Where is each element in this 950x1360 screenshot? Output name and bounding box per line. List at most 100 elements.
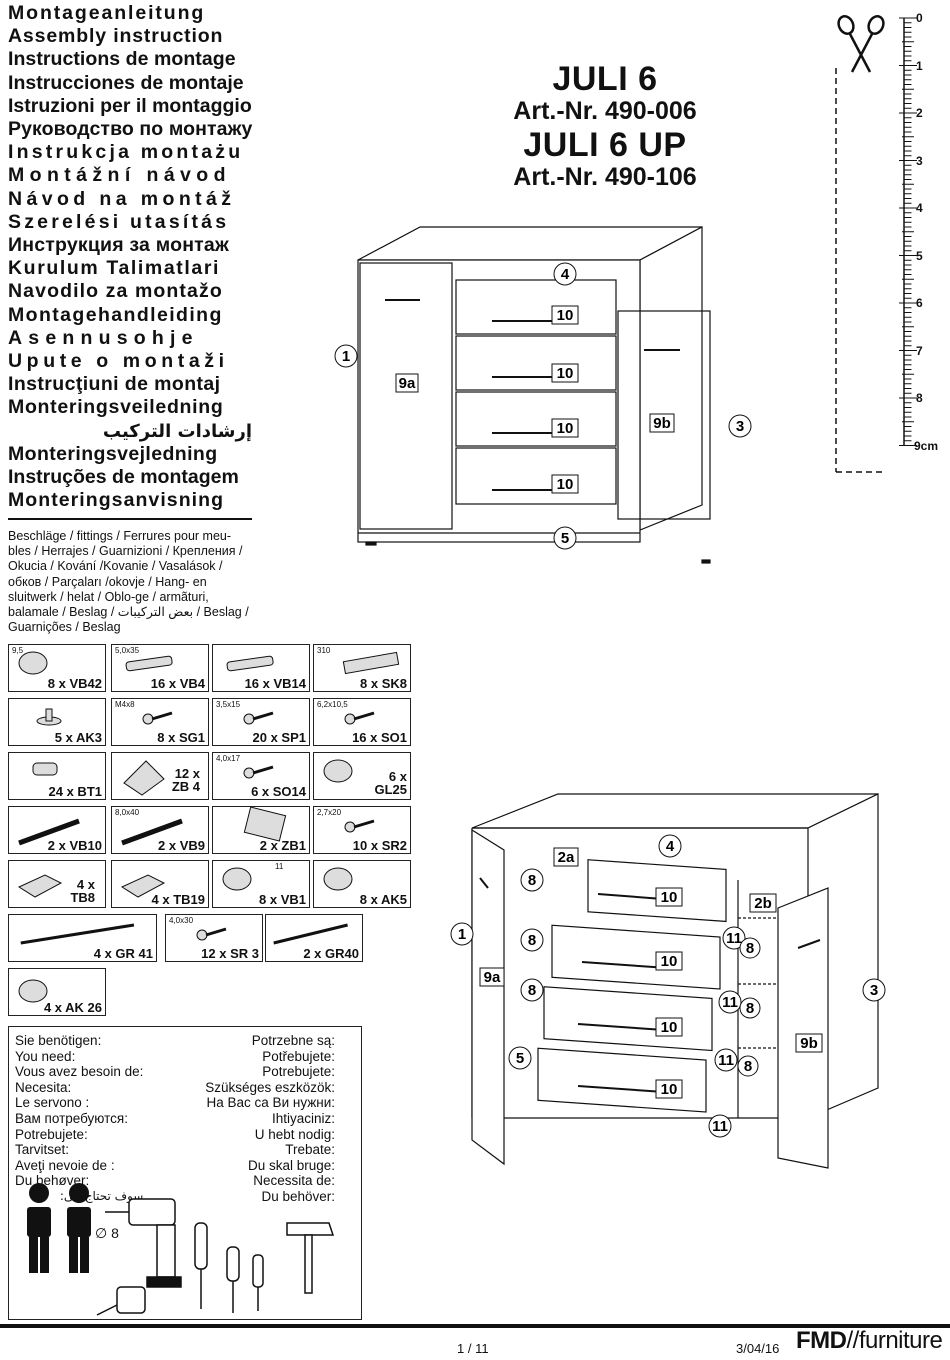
- title-language-4: Istruzioni per il montaggio: [8, 94, 252, 117]
- tools-needed-line: Aveţi nevoie de :: [15, 1157, 115, 1173]
- title-language-9: Szerelési utasítás: [8, 210, 230, 233]
- title-language-1: Assembly instruction: [8, 25, 224, 48]
- part-gr40: 2 x GR40: [265, 914, 363, 962]
- part-sk8-icon: [342, 651, 400, 675]
- part-quantity-label: 2 x VB9: [158, 838, 205, 853]
- tools-needed-line: Potřebujete:: [262, 1048, 335, 1064]
- cut-out-ruler: [835, 15, 917, 473]
- tools-needed-line: Вам потребуются:: [15, 1110, 128, 1126]
- part-dimension: 310: [317, 646, 331, 655]
- tools-needed-line: Ihtiyaciniz:: [271, 1110, 335, 1126]
- title-language-20: Instruções de montagem: [8, 466, 239, 489]
- part-dimension: 2,7x20: [317, 808, 342, 817]
- part-sr2-icon: [344, 819, 375, 833]
- callout-8-f: 8: [744, 1058, 752, 1075]
- callout-9a: 9a: [399, 375, 416, 392]
- product-name-1: JULI 6: [552, 60, 658, 98]
- title-language-18: إرشادات التركيب: [102, 420, 252, 442]
- part-quantity-label: 4 x TB19: [151, 892, 205, 907]
- part-zb4: 12 x ZB 4: [111, 752, 209, 800]
- part-ak5: 8 x AK5: [313, 860, 411, 908]
- part-gr41: 4 x GR 41: [8, 914, 157, 962]
- ruler-tick-label: 9cm: [914, 438, 939, 453]
- part-tb8: 4 x TB8: [8, 860, 106, 908]
- part-vb14-icon: [226, 655, 274, 672]
- part-quantity-label: 8 x SG1: [157, 730, 205, 745]
- part-quantity-label: 24 x BT1: [48, 784, 102, 799]
- ruler-tick-label: 4: [916, 201, 923, 215]
- cabinet-exploded-view: [471, 793, 879, 1169]
- tools-needed-line: Potrebujete:: [15, 1126, 88, 1142]
- title-language-14: Asennusohje: [8, 326, 199, 349]
- part-quantity-label: 16 x SO1: [352, 730, 407, 745]
- drill-icon: [105, 1198, 182, 1288]
- callout-11-a: 11: [726, 930, 742, 947]
- part-so1-icon: [344, 711, 375, 725]
- part-quantity-label: 2 x ZB1: [259, 838, 306, 853]
- part-dimension: 11: [275, 862, 284, 871]
- front-view-callouts: 1 9a 4 10 10 10 10 9b 3 5: [334, 262, 752, 550]
- part-vb1-icon: [222, 867, 252, 891]
- part-dimension: 3,5x15: [216, 700, 241, 709]
- tools-needed-line: Necessita de:: [253, 1173, 335, 1189]
- tools-needed-line: Du behøver:: [15, 1173, 90, 1189]
- tools-needed-line: Necesita:: [15, 1079, 72, 1095]
- callout-10-b: 10: [557, 365, 574, 382]
- callout-9a: 9a: [484, 969, 501, 986]
- callout-10-b: 10: [661, 953, 678, 970]
- tools-needed-line: U hebt nodig:: [254, 1126, 335, 1142]
- part-quantity-label: 6 x GL25: [374, 769, 407, 797]
- document-date: 3/04/16: [736, 1341, 780, 1356]
- callout-1: 1: [458, 926, 466, 943]
- callout-4: 4: [666, 838, 675, 855]
- ruler-tick-label: 0: [916, 11, 923, 25]
- callout-8-a: 8: [528, 872, 536, 889]
- cabinet-front-view: [357, 226, 711, 564]
- part-dimension: 5,0x35: [115, 646, 140, 655]
- phillips-screwdriver-icon: [226, 1246, 264, 1313]
- page-number: 1 / 11: [457, 1341, 489, 1356]
- fittings-legend: Beschläge / fittings / Ferrures pour meu…: [8, 529, 260, 635]
- title-language-21: Monteringsanvisning: [8, 489, 225, 512]
- part-sg1-icon: [142, 711, 173, 725]
- tools-needed-line: You need:: [15, 1048, 76, 1064]
- part-ak3: 5 x AK3: [8, 698, 106, 746]
- part-dimension: 6,2x10,5: [317, 700, 348, 709]
- title-language-16: Instrucţiuni de montaj: [8, 373, 221, 396]
- title-language-0: Montageanleitung: [8, 2, 206, 24]
- tools-needed-line: Sie benötigen:: [15, 1033, 102, 1048]
- fittings-line: bles / Herrajes / Guarnizioni / Креплени…: [8, 544, 243, 559]
- callout-1: 1: [342, 348, 350, 365]
- part-quantity-label: 16 x VB4: [150, 676, 205, 691]
- fittings-line: sluitwerk / helat / Oblo-ge / armãturi,: [8, 589, 209, 604]
- part-so1: 6,2x10,5 16 x SO1: [313, 698, 411, 746]
- callout-10-a: 10: [557, 307, 574, 324]
- part-ak26: 4 x AK 26: [8, 968, 106, 1016]
- scissors-icon: [837, 15, 885, 73]
- title-language-3: Instrucciones de montaje: [8, 71, 244, 94]
- part-bt1-icon: [32, 762, 58, 776]
- part-gl25-icon: [323, 759, 353, 783]
- part-quantity-label: 2 x VB10: [47, 838, 102, 853]
- tools-needed-line: Potrzebne są:: [251, 1033, 335, 1048]
- callout-8-d: 8: [746, 940, 754, 957]
- part-vb1: 11 8 x VB1: [212, 860, 310, 908]
- part-quantity-label: 8 x VB1: [259, 892, 306, 907]
- exploded-view-callouts: 1 9a 2a 4 8 8 8 10 10 10 10 2b 11 8 11 8…: [450, 834, 886, 1138]
- product-name-2: JULI 6 UP: [523, 126, 687, 164]
- part-quantity-label: 4 x GR 41: [93, 946, 153, 961]
- part-bt1: 24 x BT1: [8, 752, 106, 800]
- brand-logo: FMD//furniture: [796, 1327, 943, 1354]
- ruler-tick-label: 7: [916, 343, 923, 358]
- tools-needed-line: Du skal bruge:: [247, 1157, 335, 1173]
- callout-3: 3: [736, 418, 744, 435]
- part-vb42-icon: [18, 651, 48, 675]
- callout-10-c: 10: [557, 420, 574, 437]
- tools-needed-line: Tarvitset:: [15, 1142, 70, 1158]
- part-quantity-label: 10 x SR2: [352, 838, 407, 853]
- part-so14-icon: [243, 765, 274, 779]
- part-dimension: 4,0x30: [169, 916, 194, 925]
- part-vb14: 16 x VB14: [212, 644, 310, 692]
